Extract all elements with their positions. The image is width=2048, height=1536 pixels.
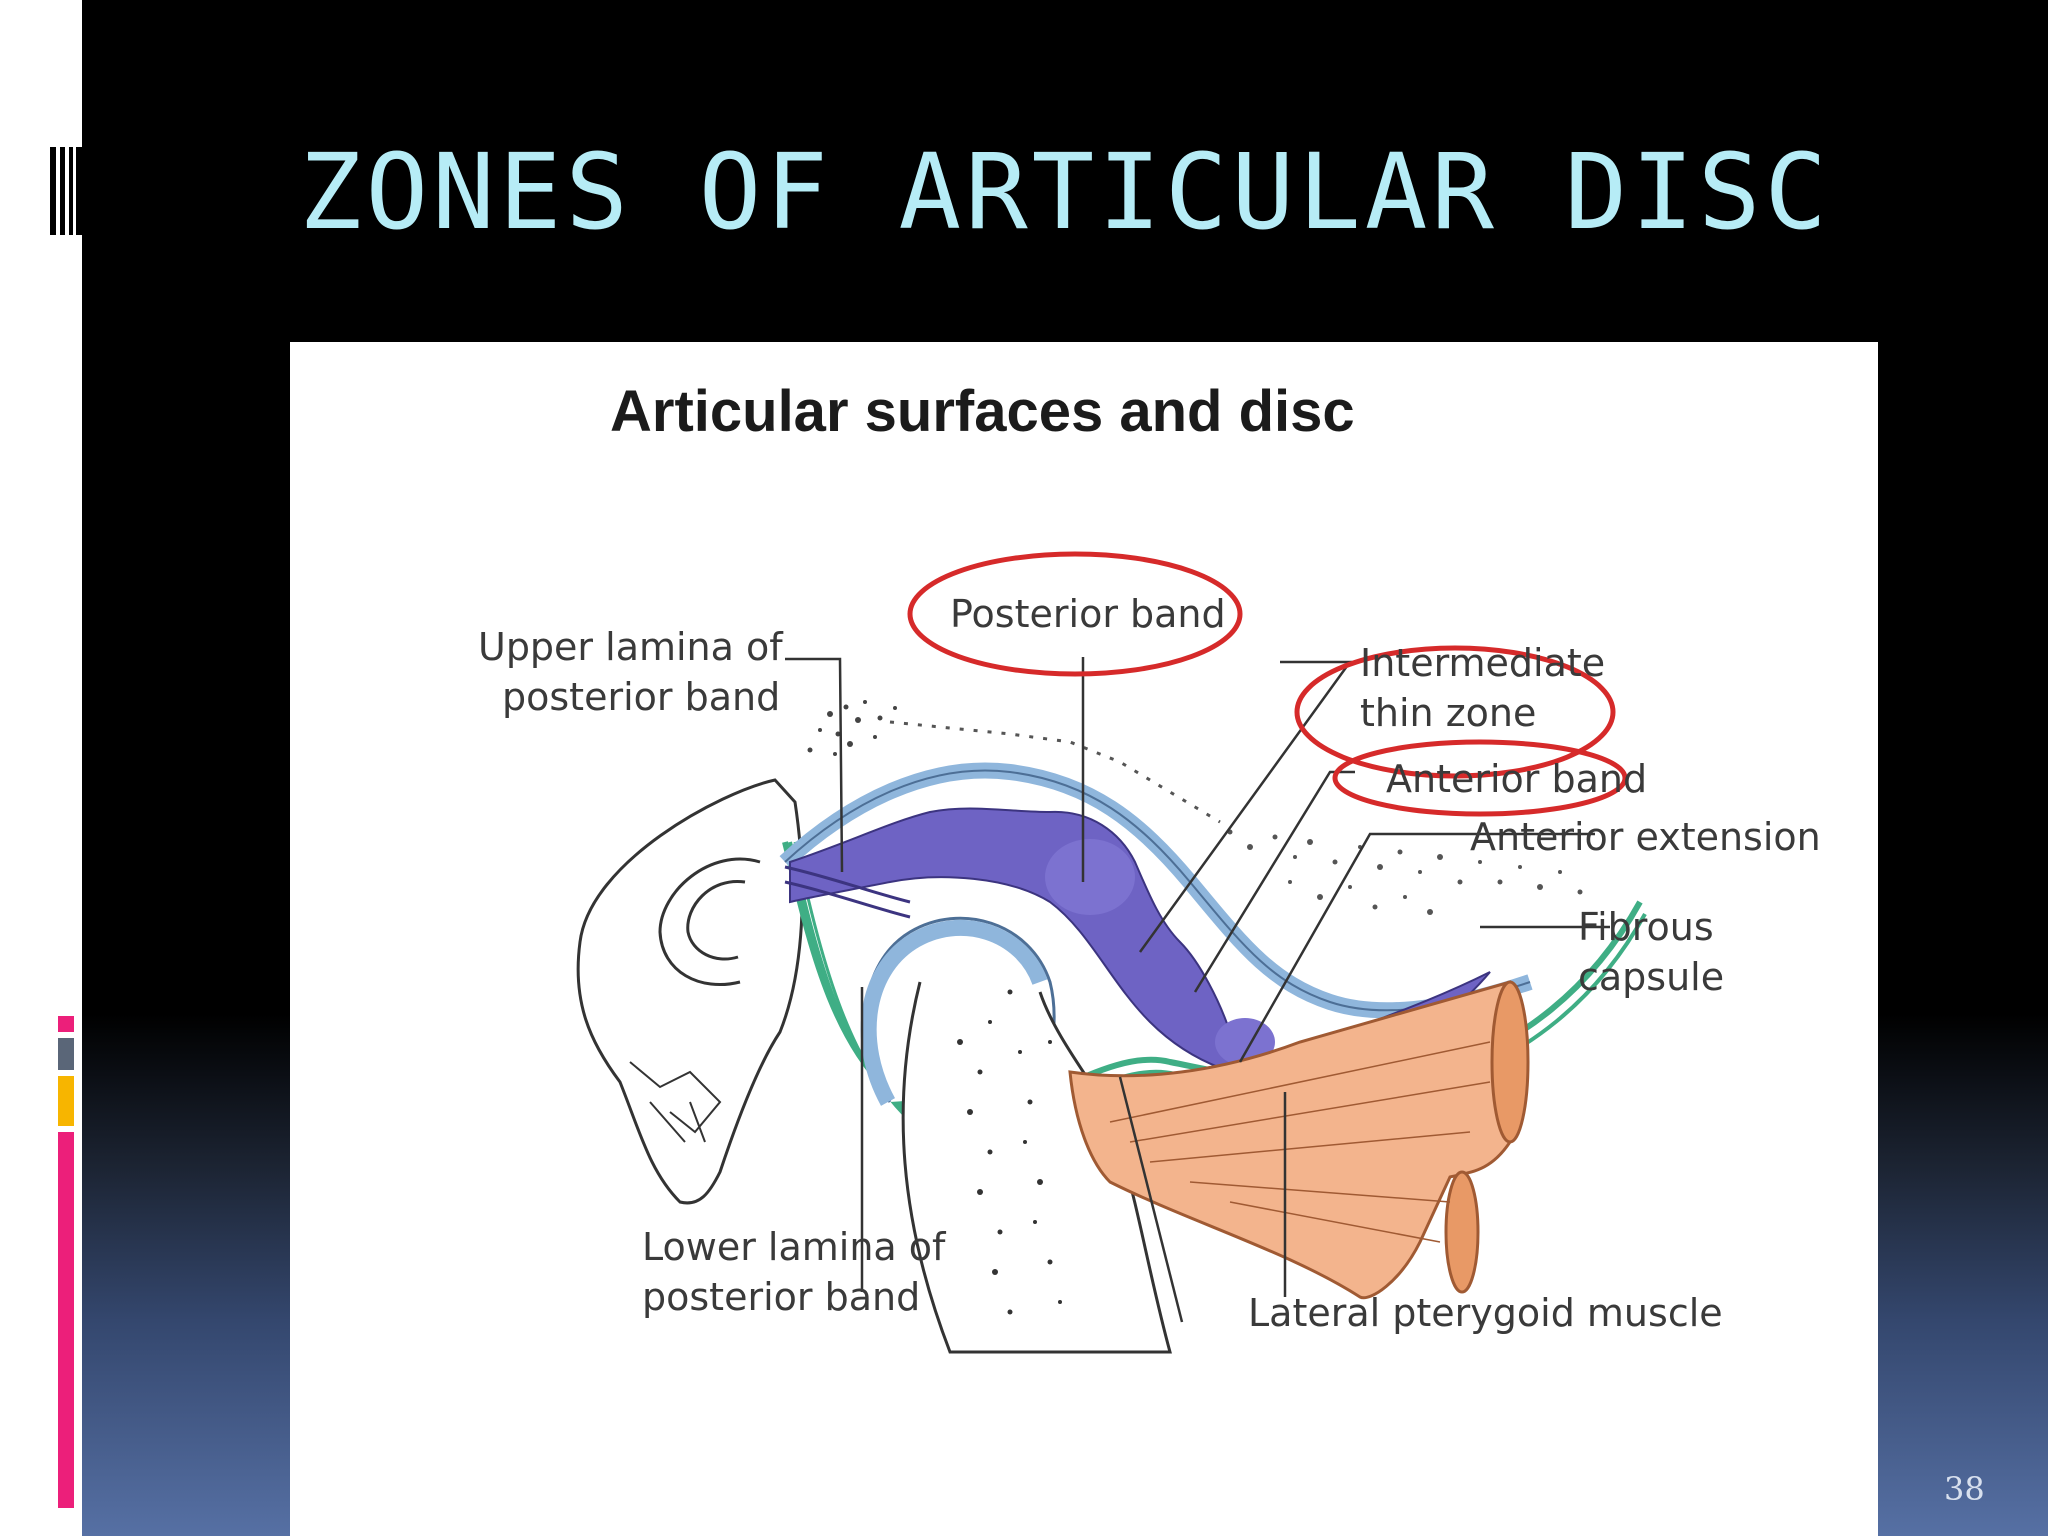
left-decor-strip xyxy=(0,0,82,1536)
highlight-posterior-band xyxy=(907,551,1243,677)
slide-number: 38 xyxy=(1944,1470,1985,1508)
label-intermediate-line2: thin zone xyxy=(1360,691,1537,735)
label-fibrous-line2: capsule xyxy=(1578,955,1725,999)
label-lateral-pterygoid: Lateral pterygoid muscle xyxy=(1248,1291,1723,1335)
highlight-intermediate-zone xyxy=(1294,645,1616,779)
accent-pink-small xyxy=(58,1016,74,1032)
anterior-dots xyxy=(1227,829,1583,915)
label-posterior-band: Posterior band xyxy=(950,592,1226,636)
accent-yellow xyxy=(58,1076,74,1126)
barcode-decoration xyxy=(50,147,82,235)
label-upper-lamina-line2: posterior band xyxy=(502,675,781,719)
lateral-pterygoid xyxy=(1068,980,1529,1300)
highlight-ellipses xyxy=(907,551,1628,817)
accent-pink-long xyxy=(58,1132,74,1508)
label-lower-lamina-line2: posterior band xyxy=(642,1275,921,1319)
highlight-anterior-band xyxy=(1332,739,1628,817)
mandible-neck xyxy=(901,981,1172,1354)
figure-title: Articular surfaces and disc xyxy=(610,379,1355,444)
cancellous-bone-dots xyxy=(957,989,1062,1315)
label-intermediate-zone: Intermediate thin zone xyxy=(1360,638,1605,738)
label-upper-lamina-line1: Upper lamina of xyxy=(478,625,783,669)
label-anterior-extension: Anterior extension xyxy=(1470,815,1821,859)
label-fibrous-capsule: Fibrous capsule xyxy=(1578,902,1724,1002)
label-fibrous-line1: Fibrous xyxy=(1578,905,1714,949)
disc-figure: Articular surfaces and disc Upper lamina… xyxy=(290,342,1878,1536)
accent-gray xyxy=(58,1038,74,1070)
tmj-diagram-svg xyxy=(576,551,1647,1354)
label-lower-lamina: Lower lamina of posterior band xyxy=(642,1222,945,1322)
label-intermediate-line1: Intermediate xyxy=(1360,641,1606,685)
label-anterior-band: Anterior band xyxy=(1386,757,1648,801)
slide-title: ZONES OF ARTICULAR DISC xyxy=(298,131,1832,253)
label-upper-lamina: Upper lamina of posterior band xyxy=(478,622,783,722)
label-lower-lamina-line1: Lower lamina of xyxy=(642,1225,946,1269)
articular-eminence xyxy=(576,778,804,1205)
retrodiscal-dots xyxy=(807,700,897,756)
